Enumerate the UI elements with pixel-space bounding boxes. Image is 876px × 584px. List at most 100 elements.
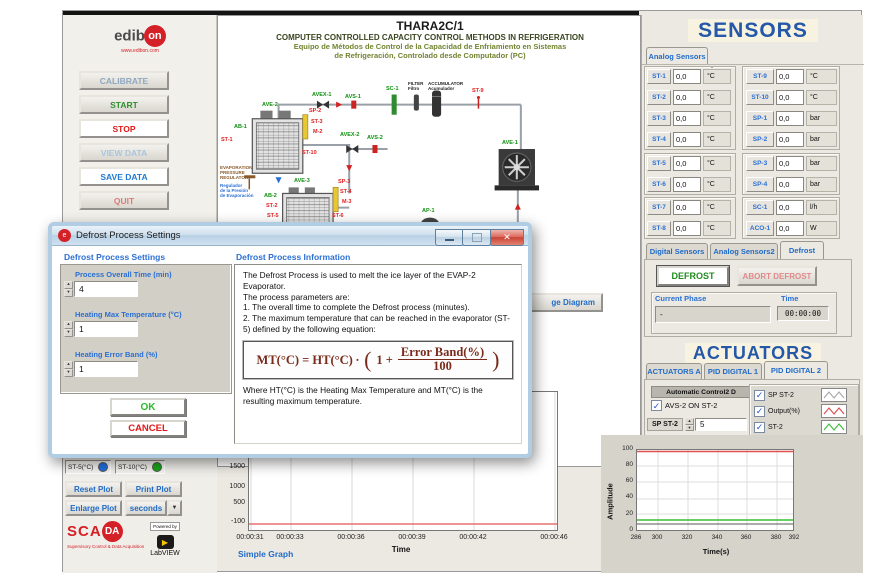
overall-time-stepper[interactable]: ▲▼ <box>64 281 73 297</box>
error-band-stepper[interactable]: ▲▼ <box>64 361 73 377</box>
dialog-minimize-button[interactable] <box>435 229 464 246</box>
sensor-value-st-9[interactable]: 0,0 <box>776 69 804 84</box>
legend-row-sp-st2[interactable]: ✓ SP ST-2 <box>754 388 847 402</box>
diagram-label-ave-2: AVE-2 <box>262 102 278 108</box>
formula-box: MT(°C) = HT(°C) ∙ ( 1 + Error Band(%) 10… <box>242 339 514 381</box>
sensor-unit-st-6: °C <box>703 177 731 192</box>
sp-st2-stepper[interactable]: ▲▼ <box>685 418 694 431</box>
plot-controls: ST-5(°C) ST-10(°C) Reset Plot Print Plot… <box>63 457 217 573</box>
tab-pid-digital-2[interactable]: PID DIGITAL 2 <box>764 361 828 379</box>
powered-by-label: Powered by <box>150 522 180 531</box>
sensor-value-st-10[interactable]: 0,0 <box>776 90 804 105</box>
tab-pid-digital-1[interactable]: PID DIGITAL 1 <box>704 363 762 379</box>
pid-chart-xtick-286: 286 <box>630 534 642 541</box>
sensors-title: SENSORS <box>642 19 864 43</box>
sensor-value-st-1[interactable]: 0,0 <box>673 69 701 84</box>
sensor-value-st-2[interactable]: 0,0 <box>673 90 701 105</box>
valve-avs-1-icon <box>351 100 357 109</box>
start-button[interactable]: START <box>79 95 169 114</box>
main-chart-xtick-2: 00:00:36 <box>337 534 365 541</box>
legend-row-st2[interactable]: ✓ ST-2 <box>754 420 847 434</box>
diagram-label-st-6: ST-6 <box>332 213 344 219</box>
sp-st2-value[interactable]: 5 <box>695 418 747 431</box>
st10-indicator-label: ST-10(°C) <box>118 463 147 471</box>
timescale-select[interactable]: seconds <box>125 500 167 516</box>
error-band-value[interactable]: 1 <box>74 361 138 377</box>
calibrate-button[interactable]: CALIBRATE <box>79 71 169 90</box>
main-chart-xtick-3: 00:00:39 <box>398 534 426 541</box>
main-chart-xlabel: Time <box>391 545 411 554</box>
save-data-button[interactable]: SAVE DATA <box>79 167 169 186</box>
max-temp-value[interactable]: 1 <box>74 321 138 337</box>
st5-indicator-label: ST-5(°C) <box>68 463 94 471</box>
sensor-unit-st-9: °C <box>806 69 837 84</box>
legend-st2-checkbox[interactable]: ✓ <box>754 421 765 433</box>
sensor-value-sp-4[interactable]: 0,0 <box>776 177 804 192</box>
top-frame-strip <box>63 11 639 15</box>
st5-indicator[interactable]: ST-5(°C) <box>65 460 111 474</box>
ok-button[interactable]: OK <box>110 398 186 416</box>
process-diagram: AVEX-1 AVS-1 SC-1 FILTER Filtro ACCUMULA… <box>218 62 642 230</box>
sensor-label-sp-4: SP-4 <box>746 177 774 192</box>
pid-chart-ytick-20: 20 <box>625 510 633 517</box>
max-temp-label: Heating Max Temperature (°C) <box>75 310 182 319</box>
sensor-value-st-8[interactable]: 0,0 <box>673 221 701 236</box>
sensor-value-st-7[interactable]: 0,0 <box>673 200 701 215</box>
timescale-dropdown-arrow-icon[interactable]: ▼ <box>167 500 182 516</box>
view-data-button[interactable]: VIEW DATA <box>79 143 169 162</box>
sensor-label-sp-3: SP-3 <box>746 156 774 171</box>
stop-button[interactable]: STOP <box>79 119 169 138</box>
legend-sp-st2-checkbox[interactable]: ✓ <box>754 389 765 401</box>
title-spanish-2: de Refrigeración, Controlado desde Compu… <box>334 51 526 60</box>
abort-defrost-button[interactable]: ABORT DEFROST <box>737 266 817 286</box>
reset-plot-button[interactable]: Reset Plot <box>65 481 122 497</box>
sensor-value-st-3[interactable]: 0,0 <box>673 111 701 126</box>
scada-logo-text: SCA <box>67 523 102 540</box>
sensor-value-sp-1[interactable]: 0,0 <box>776 111 804 126</box>
sensor-value-st-4[interactable]: 0,0 <box>673 132 701 147</box>
pid-chart-xtick-380: 380 <box>770 534 782 541</box>
main-chart-ytick-1500: 1500 <box>229 463 245 470</box>
formula-open: 1 + <box>376 352 393 367</box>
print-plot-button[interactable]: Print Plot <box>125 481 182 497</box>
avs2-checkbox[interactable]: ✓ <box>651 400 662 411</box>
st5-led <box>98 462 108 472</box>
dialog-maximize-button[interactable] <box>462 229 491 246</box>
sensor-label-st-3: ST-3 <box>647 111 671 126</box>
sensor-value-st-5[interactable]: 0,0 <box>673 156 701 171</box>
pid-chart-plot-area[interactable] <box>636 449 794 531</box>
legend-sp-st2-label: SP ST-2 <box>768 391 794 399</box>
sensor-label-st-5: ST-5 <box>647 156 671 171</box>
tab-defrost[interactable]: Defrost <box>780 241 824 259</box>
actuators-title: ACTUATORS <box>642 343 864 364</box>
sensor-value-sc-1[interactable]: 0,0 <box>776 200 804 215</box>
tab-digital-sensors[interactable]: Digital Sensors <box>646 243 708 259</box>
tab-actuators-a[interactable]: ACTUATORS A <box>646 363 702 379</box>
legend-row-output[interactable]: ✓ Output(%) <box>754 404 847 418</box>
dialog-titlebar[interactable]: e Defrost Process Settings ✕ <box>52 226 528 246</box>
sp-st2-label: SP ST-2 <box>647 418 683 431</box>
enlarge-plot-button[interactable]: Enlarge Plot <box>65 500 122 516</box>
legend-output-label: Output(%) <box>768 407 800 415</box>
pid-chart-xtick-360: 360 <box>740 534 752 541</box>
quit-button[interactable]: QUIT <box>79 191 169 210</box>
legend-output-checkbox[interactable]: ✓ <box>754 405 765 417</box>
tab-analog-sensors2[interactable]: Analog Sensors2 <box>710 243 778 259</box>
avs2-checkbox-row[interactable]: ✓ AVS-2 ON ST-2 <box>651 400 717 411</box>
formula-lhs: MT(°C) = HT(°C) ∙ <box>256 352 360 367</box>
cancel-button[interactable]: CANCEL <box>110 420 186 437</box>
sensor-value-sp-2[interactable]: 0,0 <box>776 132 804 147</box>
diagram-label-filter: FILTER Filtro <box>408 81 424 91</box>
defrost-button[interactable]: DEFROST <box>657 266 729 286</box>
max-temp-stepper[interactable]: ▲▼ <box>64 321 73 337</box>
sensor-value-sp-3[interactable]: 0,0 <box>776 156 804 171</box>
sensor-label-aco-1: ACO-1 <box>746 221 774 236</box>
dialog-close-button[interactable]: ✕ <box>490 229 524 246</box>
st10-indicator[interactable]: ST-10(°C) <box>115 460 165 474</box>
sensor-value-st-6[interactable]: 0,0 <box>673 177 701 192</box>
overall-time-value[interactable]: 4 <box>74 281 138 297</box>
sensor-unit-sp-1: bar <box>806 111 837 126</box>
tab-analog-sensors[interactable]: Analog Sensors <box>646 47 708 64</box>
formula-numerator: Error Band(%) <box>397 345 488 361</box>
sensor-value-aco-1[interactable]: 0,0 <box>776 221 804 236</box>
